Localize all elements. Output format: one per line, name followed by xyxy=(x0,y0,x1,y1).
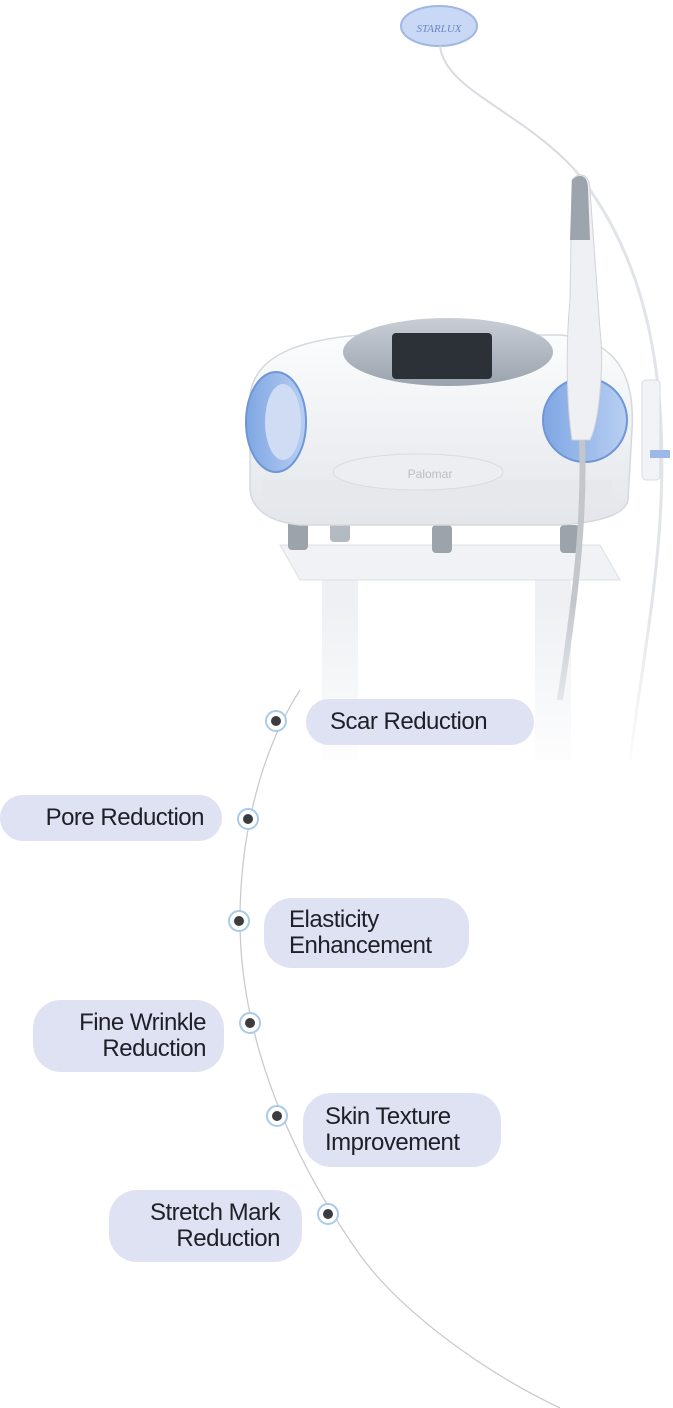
logo-tag: STARLUX xyxy=(400,5,478,47)
starlux-device-image: STARLUX Palomar xyxy=(240,5,673,780)
benefit-label-line2: Enhancement xyxy=(289,932,432,959)
timeline-dot xyxy=(317,1203,339,1225)
benefit-label: Scar Reduction xyxy=(330,708,488,735)
benefit-pill: Stretch Mark Reduction xyxy=(109,1190,302,1262)
benefit-pill: Scar Reduction xyxy=(306,699,534,745)
benefit-label-line2: Reduction xyxy=(102,1035,206,1062)
brand-plate: Palomar xyxy=(408,467,453,481)
benefit-label: Pore Reduction xyxy=(45,804,205,831)
timeline-dot xyxy=(228,910,250,932)
benefit-pill: Skin Texture Improvement xyxy=(303,1093,501,1167)
benefit-label-line1: Stretch Mark xyxy=(149,1199,281,1226)
benefit-pill: Pore Reduction xyxy=(0,795,222,841)
benefit-pill: Elasticity Enhancement xyxy=(264,898,469,968)
timeline-dot xyxy=(237,808,259,830)
benefit-label-line1: Elasticity xyxy=(289,906,379,933)
benefit-label-line2: Reduction xyxy=(176,1225,280,1252)
benefit-label-line1: Skin Texture xyxy=(325,1103,451,1130)
timeline-dot xyxy=(265,710,287,732)
timeline-dot xyxy=(239,1012,261,1034)
benefit-pill: Fine Wrinkle Reduction xyxy=(33,1000,224,1072)
logo-text: STARLUX xyxy=(416,23,462,35)
benefit-label-line1: Fine Wrinkle xyxy=(79,1009,206,1036)
timeline-dot xyxy=(266,1105,288,1127)
benefit-label-line2: Improvement xyxy=(325,1129,460,1156)
